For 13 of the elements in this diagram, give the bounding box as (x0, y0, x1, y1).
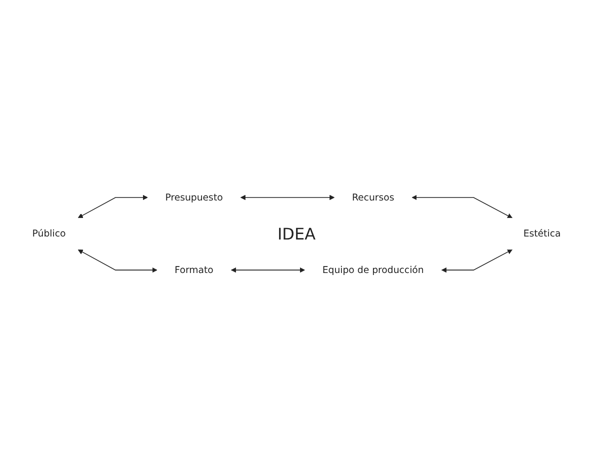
node-text: Público (32, 228, 66, 239)
node-text: Estética (523, 228, 561, 239)
double-arrow (441, 249, 512, 272)
double-arrow (78, 249, 158, 272)
center-label: IDEA (277, 224, 316, 243)
node-text: Presupuesto (165, 191, 223, 202)
node-text: Recursos (352, 191, 394, 202)
double-arrow (78, 194, 148, 218)
double-arrow (412, 194, 512, 218)
double-arrow (240, 194, 335, 200)
double-arrow (230, 267, 306, 272)
node-text: Formato (174, 264, 214, 276)
node-text: Equipo de producción (322, 264, 424, 276)
